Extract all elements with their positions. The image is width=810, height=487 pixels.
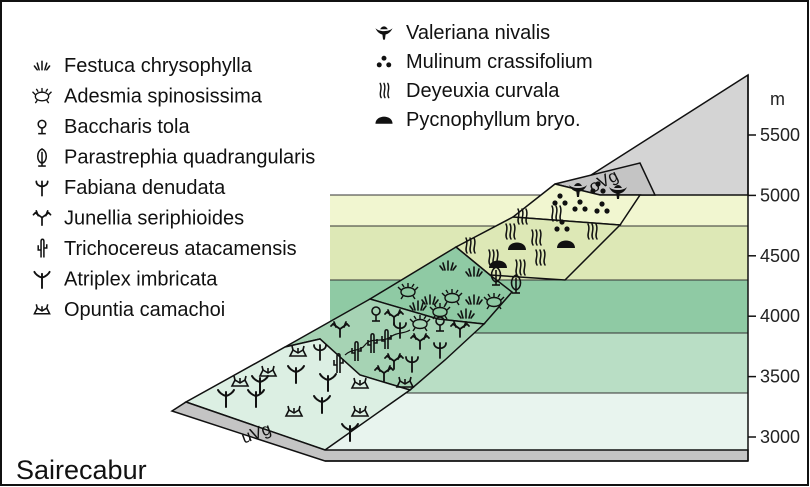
- diagram-title: Sairecabur: [16, 455, 147, 485]
- legend-label: Junellia seriphioides: [64, 208, 244, 230]
- legend-label: Atriplex imbricata: [64, 269, 218, 291]
- legend-label: Festuca chrysophylla: [64, 55, 253, 77]
- legend-label: Adesmia spinosissima: [64, 86, 263, 108]
- axis-tick-label: 5000: [760, 185, 800, 205]
- axis-unit-label: m: [770, 89, 785, 109]
- legend-label: Opuntia camachoi: [64, 299, 225, 321]
- axis-tick-label: 3000: [760, 427, 800, 447]
- legend-label: Mulinum crassifolium: [406, 51, 593, 73]
- axis-tick-label: 4000: [760, 306, 800, 326]
- legend-label: Trichocereus atacamensis: [64, 238, 297, 260]
- legend-label: Parastrephia quadrangularis: [64, 147, 315, 169]
- axis-tick-label: 3500: [760, 367, 800, 387]
- axis-tick-label: 4500: [760, 246, 800, 266]
- axis-tick-label: 5500: [760, 125, 800, 145]
- legend-label: Deyeuxia curvala: [406, 80, 560, 102]
- legend-label: Fabiana denudata: [64, 177, 226, 199]
- legend-label: Pycnophyllum bryo.: [406, 109, 581, 131]
- legend-label: Baccharis tola: [64, 116, 190, 138]
- legend-label: Valeriana nivalis: [406, 22, 550, 44]
